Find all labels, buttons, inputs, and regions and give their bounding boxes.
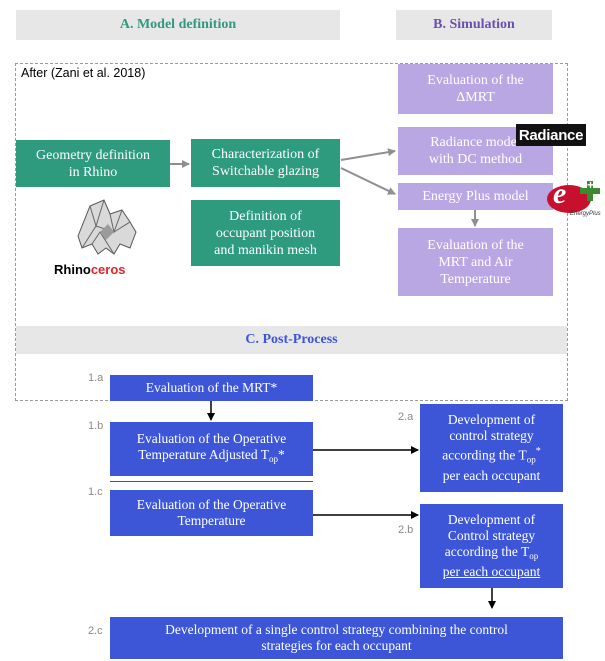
glazing-characterization-box: Characterization of Switchable glazing — [191, 139, 340, 187]
radiance-line-1: Radiance model — [430, 135, 521, 150]
occupant-definition-box: Definition of occupant position and mani… — [191, 200, 340, 266]
label-2c: 2.c — [88, 625, 103, 637]
single-line-2: strategies for each occupant — [261, 638, 412, 653]
dev-b-line-4: per each occupant — [442, 564, 541, 579]
geometry-definition-box: Geometry definition in Rhino — [16, 140, 170, 187]
dev-b-line-3: according the Top — [445, 544, 538, 564]
operative-temp-box: Evaluation of the Operative Temperature — [110, 490, 313, 536]
attribution-note: After (Zani et al. 2018) — [21, 66, 146, 80]
radiance-line-2: with DC method — [428, 152, 523, 167]
dev-b-line-3-text: according the T — [444, 544, 530, 559]
dev-a-line-1: Development of — [447, 412, 536, 428]
occupant-line-3: and manikin mesh — [214, 242, 317, 258]
dev-a-line-2: control strategy — [449, 428, 534, 444]
header-model-definition: A. Model definition — [16, 10, 340, 40]
label-1c: 1.c — [88, 486, 103, 498]
op-adj-sub: op — [269, 454, 279, 464]
separator-line — [110, 481, 313, 482]
header-post-process: C. Post-Process — [16, 326, 567, 354]
mrt-air-line-2: MRT and Air — [438, 254, 513, 270]
dev-a-sub: op — [526, 454, 536, 465]
glazing-line-1: Characterization of — [211, 147, 320, 162]
geometry-line-1: Geometry definition — [36, 147, 150, 163]
dev-b-line-2: Control strategy — [447, 528, 536, 543]
energyplus-model-box: Energy Plus model — [398, 183, 553, 210]
label-1b: 1.b — [88, 420, 104, 432]
dev-a-line-3-text: according the T — [442, 447, 527, 463]
operative-temp-adjusted-box: Evaluation of the Operative Temperature … — [110, 422, 313, 476]
dmrt-line-2: ΔMRT — [456, 90, 495, 105]
dmrt-evaluation-box: Evaluation of the ΔMRT — [398, 64, 553, 114]
single-line-1: Development of a single control strategy… — [165, 622, 508, 637]
geometry-line-2: in Rhino — [68, 164, 118, 180]
dev-a-line-3: according the Top* — [442, 444, 540, 468]
rhino-logo-prefix: Rhino — [54, 262, 91, 277]
op-adj-line-1: Evaluation of the Operative — [136, 431, 287, 446]
energyplus-logo-letter: e — [553, 177, 567, 210]
label-1a: 1.a — [88, 372, 104, 384]
mrt-air-line-1: Evaluation of the — [427, 237, 524, 253]
energyplus-logo-plus: + — [587, 178, 595, 192]
op-adj-line-2-text: Temperature Adjusted T — [138, 447, 270, 462]
occupant-line-2: occupant position — [215, 225, 316, 241]
mrt-star-evaluation-box: Evaluation of the MRT* — [110, 375, 313, 401]
dmrt-line-1: Evaluation of the — [427, 73, 524, 88]
dev-a-star: * — [535, 446, 541, 458]
control-strategy-a-box: Development of control strategy accordin… — [420, 404, 563, 492]
label-2b: 2.b — [398, 524, 414, 536]
rhino-logo-text: Rhinoceros — [54, 262, 126, 277]
energyplus-logo-icon — [547, 181, 600, 213]
control-strategy-b-box: Development of Control strategy accordin… — [420, 504, 563, 588]
single-control-strategy-box: Development of a single control strategy… — [110, 617, 563, 659]
operative-line-1: Evaluation of the Operative — [136, 497, 287, 512]
dev-a-line-4: per each occupant — [442, 467, 541, 483]
header-simulation: B. Simulation — [396, 10, 552, 40]
label-2a: 2.a — [398, 411, 414, 423]
dev-b-line-1: Development of — [447, 512, 536, 527]
mrt-air-evaluation-box: Evaluation of the MRT and Air Temperatur… — [398, 228, 553, 296]
glazing-line-2: Switchable glazing — [212, 164, 319, 179]
rhino-logo-suffix: ceros — [90, 262, 126, 277]
mrt-air-line-3: Temperature — [440, 271, 511, 287]
rhino-logo-icon — [77, 199, 137, 255]
op-adj-line-2: Temperature Adjusted Top* — [138, 447, 285, 467]
radiance-logo: Radiance — [516, 124, 586, 146]
dev-b-sub: op — [529, 551, 539, 561]
occupant-line-1: Definition of — [229, 208, 302, 224]
operative-line-2: Temperature — [177, 513, 246, 528]
energyplus-logo-caption: EnergyPlus — [570, 211, 601, 217]
op-adj-star: * — [278, 447, 285, 462]
radiance-model-box: Radiance model with DC method — [398, 127, 553, 175]
